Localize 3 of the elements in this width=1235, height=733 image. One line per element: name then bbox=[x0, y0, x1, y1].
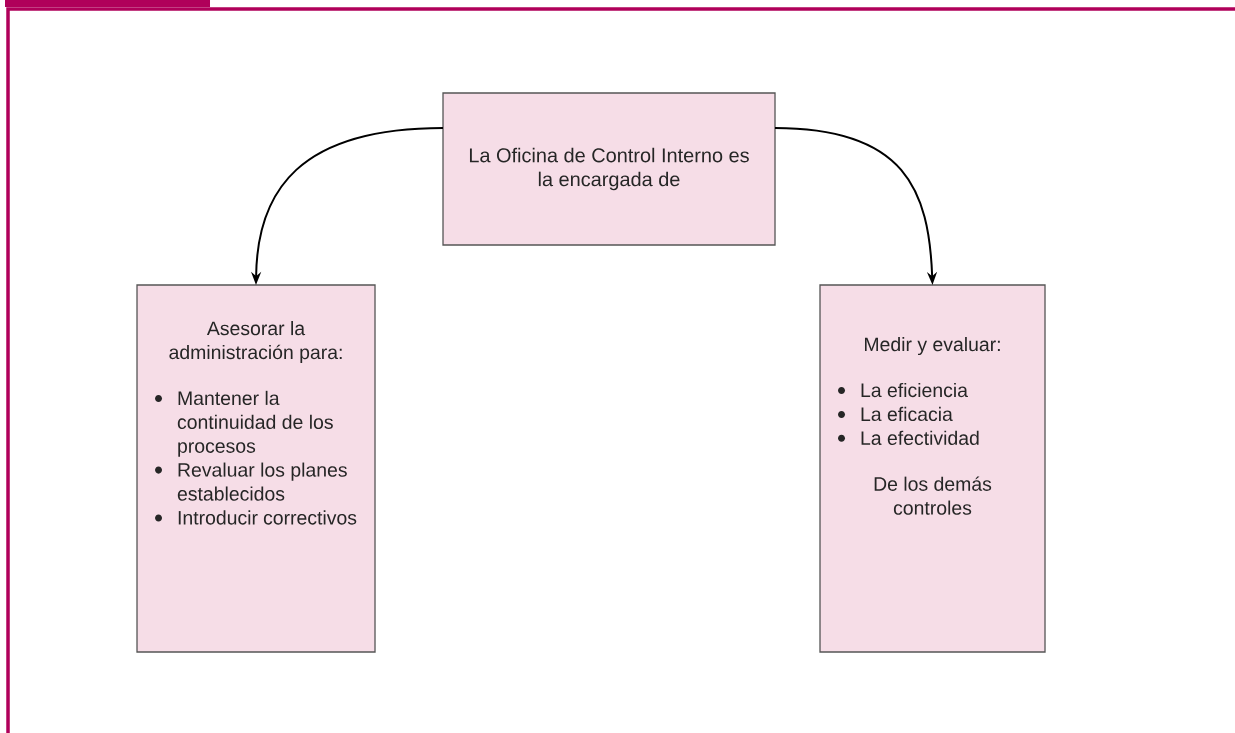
text-box: La Oficina de Control Interno es la encargada de bbox=[442, 92, 776, 246]
list-box: Medir y evaluar: La eficiencia La eficacia La efectividad De los demás controles bbox=[819, 284, 1046, 653]
list-box: Asesorar la administración para: Mantener la continuidad de los procesos Revaluar los planes establecidos Introducir correctivos bbox=[136, 284, 376, 653]
